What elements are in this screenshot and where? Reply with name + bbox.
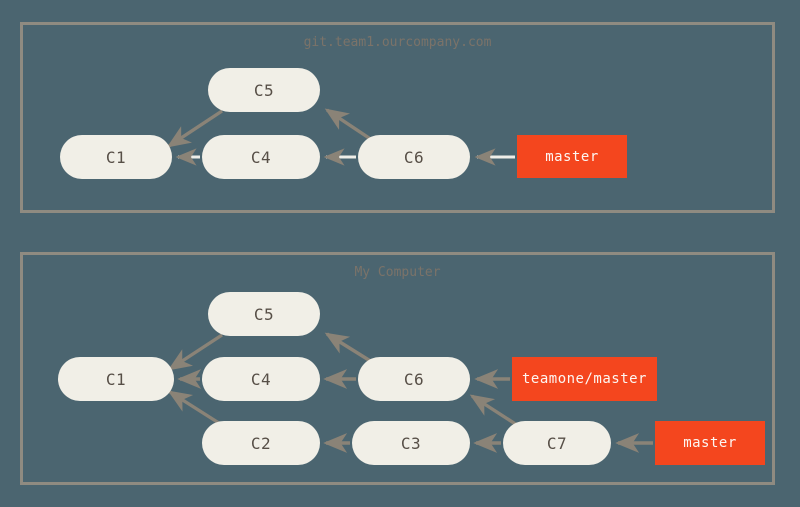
commit-label: C2 (250, 433, 272, 453)
edge-local-c7-to-c6 (469, 394, 518, 427)
branch-label-master-remote[interactable]: master (517, 135, 627, 178)
commit-label: C6 (403, 147, 425, 167)
commit-label: C5 (253, 80, 275, 100)
commit-node-c5-remote[interactable]: C5 (208, 68, 320, 112)
commit-label: C3 (400, 433, 422, 453)
commit-node-c5-local[interactable]: C5 (208, 292, 320, 336)
branch-label-text: master (545, 148, 599, 165)
branch-label-text: teamone/master (521, 371, 647, 387)
commit-label: C4 (250, 147, 272, 167)
branch-label-master-local[interactable]: master (655, 421, 765, 465)
commit-label: C4 (250, 369, 272, 389)
edge-local-c2-to-c1 (167, 390, 223, 427)
branch-label-text: master (683, 435, 737, 451)
commit-node-c6-remote[interactable]: C6 (358, 135, 470, 179)
commit-label: C1 (105, 369, 127, 389)
edge-remote-c6-to-c5 (324, 108, 373, 142)
edge-remote-c5-to-c1 (166, 109, 223, 148)
commit-node-c3-local[interactable]: C3 (352, 421, 470, 465)
commit-node-c4-local[interactable]: C4 (202, 357, 320, 401)
edge-local-c6-to-c5 (324, 332, 373, 364)
remote-server-panel: git.team1.ourcompany.com (20, 22, 775, 213)
commit-label: C6 (403, 369, 425, 389)
commit-node-c1-remote[interactable]: C1 (60, 135, 172, 179)
commit-node-c2-local[interactable]: C2 (202, 421, 320, 465)
my-computer-panel: My Computer (20, 252, 775, 485)
my-computer-title: My Computer (354, 265, 441, 280)
remote-server-title: git.team1.ourcompany.com (303, 35, 492, 50)
edge-local-c5-to-c1 (167, 333, 223, 371)
branch-label-teamone-master[interactable]: teamone/master (512, 357, 657, 401)
commit-label: C1 (105, 147, 127, 167)
commit-node-c6-local[interactable]: C6 (358, 357, 470, 401)
commit-label: C7 (546, 433, 568, 453)
commit-node-c1-local[interactable]: C1 (58, 357, 174, 401)
commit-node-c7-local[interactable]: C7 (503, 421, 611, 465)
commit-label: C5 (253, 304, 275, 324)
commit-node-c4-remote[interactable]: C4 (202, 135, 320, 179)
